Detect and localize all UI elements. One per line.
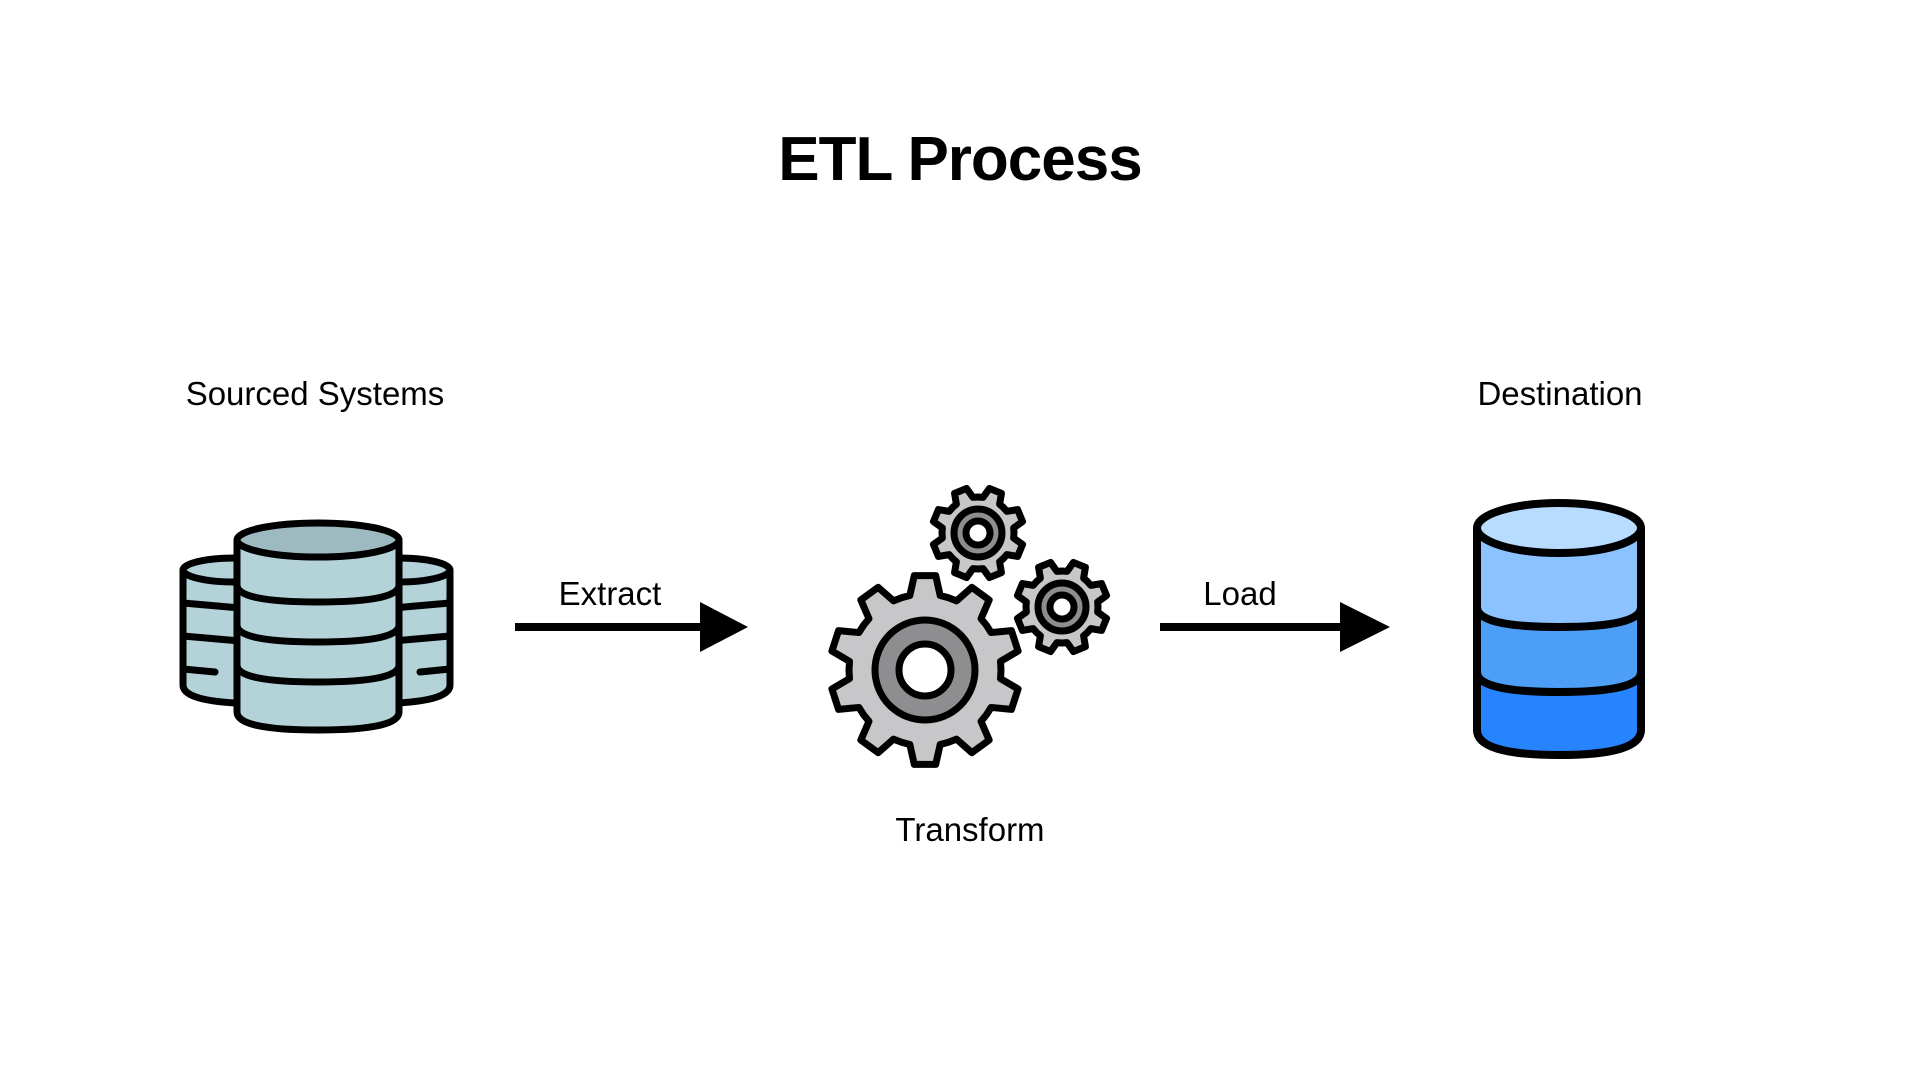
small-gear-top-icon — [929, 484, 1027, 582]
gears-icon — [828, 484, 1111, 768]
database-cluster-icon — [179, 519, 454, 734]
load-edge-label: Load — [1203, 575, 1277, 612]
destination-label: Destination — [1477, 375, 1643, 412]
sources-label: Sourced Systems — [185, 375, 445, 412]
large-gear-icon — [828, 572, 1022, 768]
database-icon — [1473, 499, 1645, 759]
extract-arrow — [515, 602, 748, 652]
small-gear-right-icon — [1013, 558, 1111, 656]
load-arrow — [1160, 602, 1390, 652]
extract-edge-label: Extract — [558, 575, 662, 612]
transform-label: Transform — [895, 811, 1045, 848]
diagram-title: ETL Process — [778, 125, 1142, 194]
